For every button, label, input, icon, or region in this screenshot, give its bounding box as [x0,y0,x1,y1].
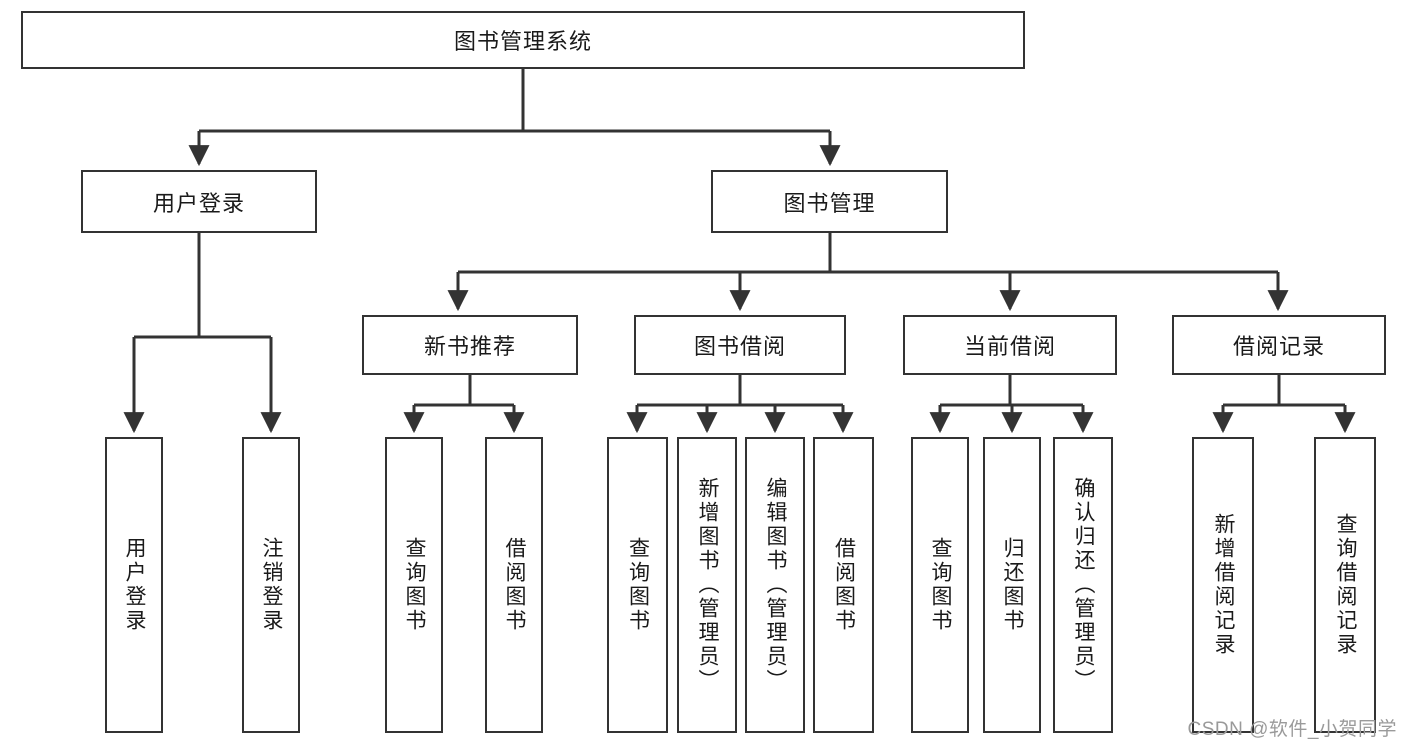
node-leaf-edit-book-admin[interactable]: 编辑图书（管理员） [745,437,805,733]
node-leaf-borrow-book-recommend[interactable]: 借阅图书 [485,437,543,733]
node-book-management[interactable]: 图书管理 [711,170,948,233]
csdn-watermark: CSDN @软件_小贺同学 [1187,719,1397,740]
node-leaf-add-borrow-record[interactable]: 新增借阅记录 [1192,437,1254,733]
node-leaf-borrow-book[interactable]: 借阅图书 [813,437,874,733]
node-root-system[interactable]: 图书管理系统 [21,11,1025,69]
node-leaf-return-book[interactable]: 归还图书 [983,437,1041,733]
node-user-login[interactable]: 用户登录 [81,170,317,233]
node-leaf-query-book-current[interactable]: 查询图书 [911,437,969,733]
node-leaf-query-book-borrow[interactable]: 查询图书 [607,437,668,733]
node-leaf-user-login[interactable]: 用户登录 [105,437,163,733]
node-new-book-recommend[interactable]: 新书推荐 [362,315,578,375]
node-leaf-confirm-return-admin[interactable]: 确认归还（管理员） [1053,437,1113,733]
node-leaf-query-book-recommend[interactable]: 查询图书 [385,437,443,733]
node-leaf-add-book-admin[interactable]: 新增图书（管理员） [677,437,737,733]
node-leaf-query-borrow-record[interactable]: 查询借阅记录 [1314,437,1376,733]
node-leaf-user-logout[interactable]: 注销登录 [242,437,300,733]
node-borrow-record[interactable]: 借阅记录 [1172,315,1386,375]
node-current-borrow[interactable]: 当前借阅 [903,315,1117,375]
node-book-borrow[interactable]: 图书借阅 [634,315,846,375]
